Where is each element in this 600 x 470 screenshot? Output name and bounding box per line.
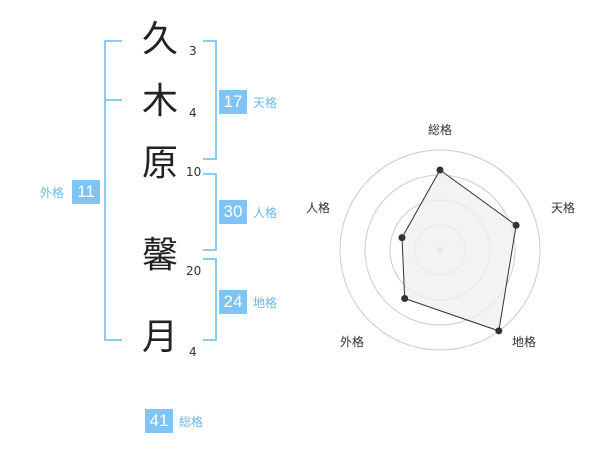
stroke-count-3: 10 [186,165,202,179]
name-char-4: 馨 [141,235,178,276]
soukaku-value-badge: 41 [145,409,173,433]
radar-axis-label-chikaku: 地格 [511,335,536,349]
radar-ring-4 [339,149,541,351]
radar-point-2 [512,221,520,229]
radar-point-5 [398,234,406,242]
chikaku-value-badge: 24 [219,290,247,314]
chikaku-label: 地格 [253,296,278,310]
radar-point-3 [495,327,503,335]
stroke-count-5: 4 [189,345,197,359]
tenkaku-value-badge: 17 [219,90,247,114]
tenkaku-bracket [203,40,217,160]
name-char-2: 木 [141,81,178,122]
gaikaku-bracket [104,40,122,341]
radar-data-polygon [401,169,517,332]
radar-axis-label-soukaku: 総格 [427,123,452,137]
name-char-1: 久 [141,19,178,60]
radar-point-1 [436,166,444,174]
jinkaku-label: 人格 [253,206,278,220]
radar-axis-label-tenkaku: 天格 [550,201,575,215]
stroke-count-4: 20 [186,264,202,278]
jinkaku-value-badge: 30 [219,200,247,224]
jinkaku-bracket [203,173,217,251]
stroke-count-1: 3 [189,44,197,58]
radar-axis-label-gaikaku: 外格 [339,335,364,349]
gaikaku-bracket-mid [104,99,122,101]
radar-axis-label-jinkaku: 人格 [305,201,330,215]
gaikaku-label: 外格 [40,186,65,200]
stroke-count-2: 4 [189,106,197,120]
soukaku-label: 総格 [179,415,204,429]
chikaku-bracket [203,258,217,341]
radar-point-4 [401,295,409,302]
name-char-3: 原 [141,143,178,184]
gaikaku-value-badge: 11 [72,180,100,204]
tenkaku-label: 天格 [253,96,278,110]
name-char-5: 月 [141,317,178,358]
